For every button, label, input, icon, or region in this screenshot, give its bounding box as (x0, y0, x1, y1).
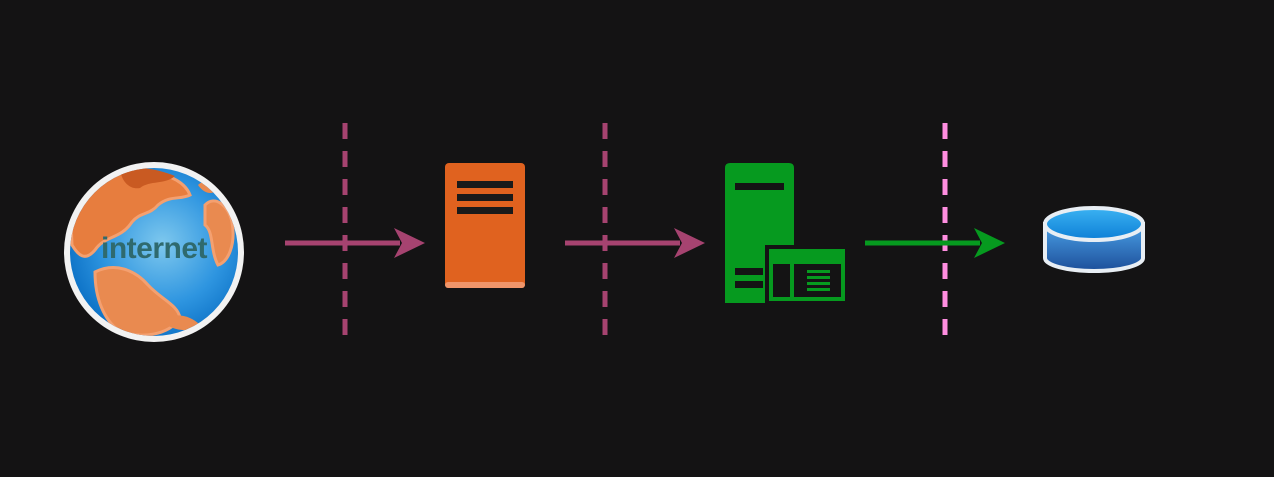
server-icon (445, 163, 525, 288)
arrow-proxy-to-app (565, 228, 705, 258)
globe-icon (64, 162, 244, 342)
arrow-app-to-database (865, 228, 1005, 258)
database-icon (1043, 206, 1145, 273)
web-server-icon (725, 163, 847, 303)
internet-label: internet (100, 232, 208, 265)
arrow-internet-to-proxy (285, 228, 425, 258)
